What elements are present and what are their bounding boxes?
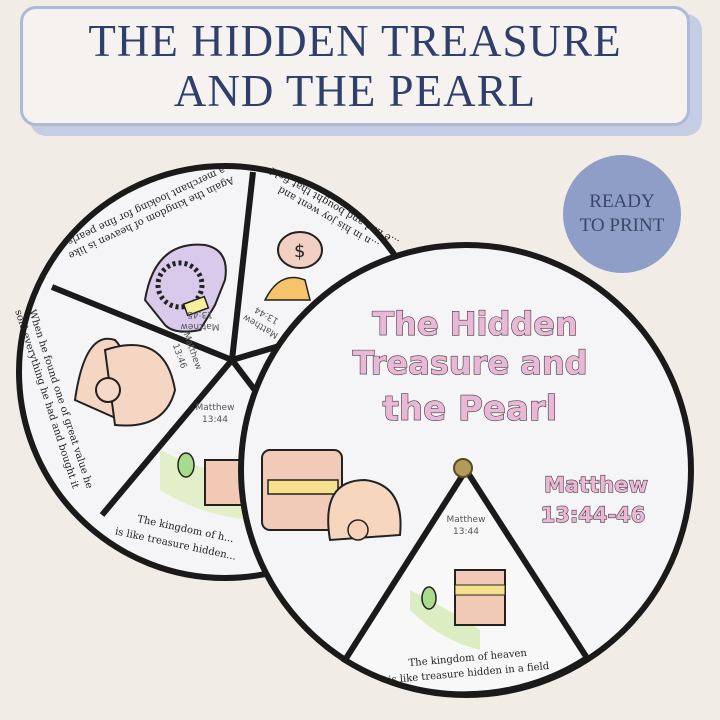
seg-pearl-ref2: 13:45 (187, 309, 213, 319)
window-ref-line2: 13:44 (453, 527, 479, 537)
seg-treasure-ref2: 13:44 (202, 415, 228, 425)
badge-line2: TO PRINT (579, 215, 665, 236)
wheel-title-line3: the Pearl (383, 389, 558, 429)
wheel-ref-line2: 13:44-46 (541, 503, 646, 527)
svg-text:$: $ (294, 241, 305, 262)
banner-title-line2: AND THE PEARL (173, 66, 537, 116)
front-wheel: The Hidden Treasure and the Pearl Matthe… (238, 242, 694, 698)
seg-treasure-ref1: Matthew (196, 403, 235, 413)
seg-pearl-ref1: Matthew (181, 321, 220, 331)
pearl-necklace-icon (143, 243, 227, 333)
open-shell-pearl-icon (73, 337, 177, 427)
treasure-chest-shell-icon (261, 449, 402, 542)
wheel-title-line2: Treasure and (352, 344, 587, 382)
window-treasure-icon (410, 569, 506, 650)
window-ref-line1: Matthew (447, 515, 486, 525)
ready-to-print-badge: READY TO PRINT (563, 155, 681, 273)
money-bag-icon: $ (263, 231, 323, 301)
brass-fastener (453, 458, 473, 478)
badge-line1: READY (589, 191, 655, 212)
wheel-ref-line1: Matthew (544, 473, 648, 497)
title-banner: THE HIDDEN TREASURE AND THE PEARL (20, 6, 690, 126)
banner-title-line1: THE HIDDEN TREASURE (88, 16, 622, 66)
wheel-title-line1: The Hidden (372, 305, 578, 343)
